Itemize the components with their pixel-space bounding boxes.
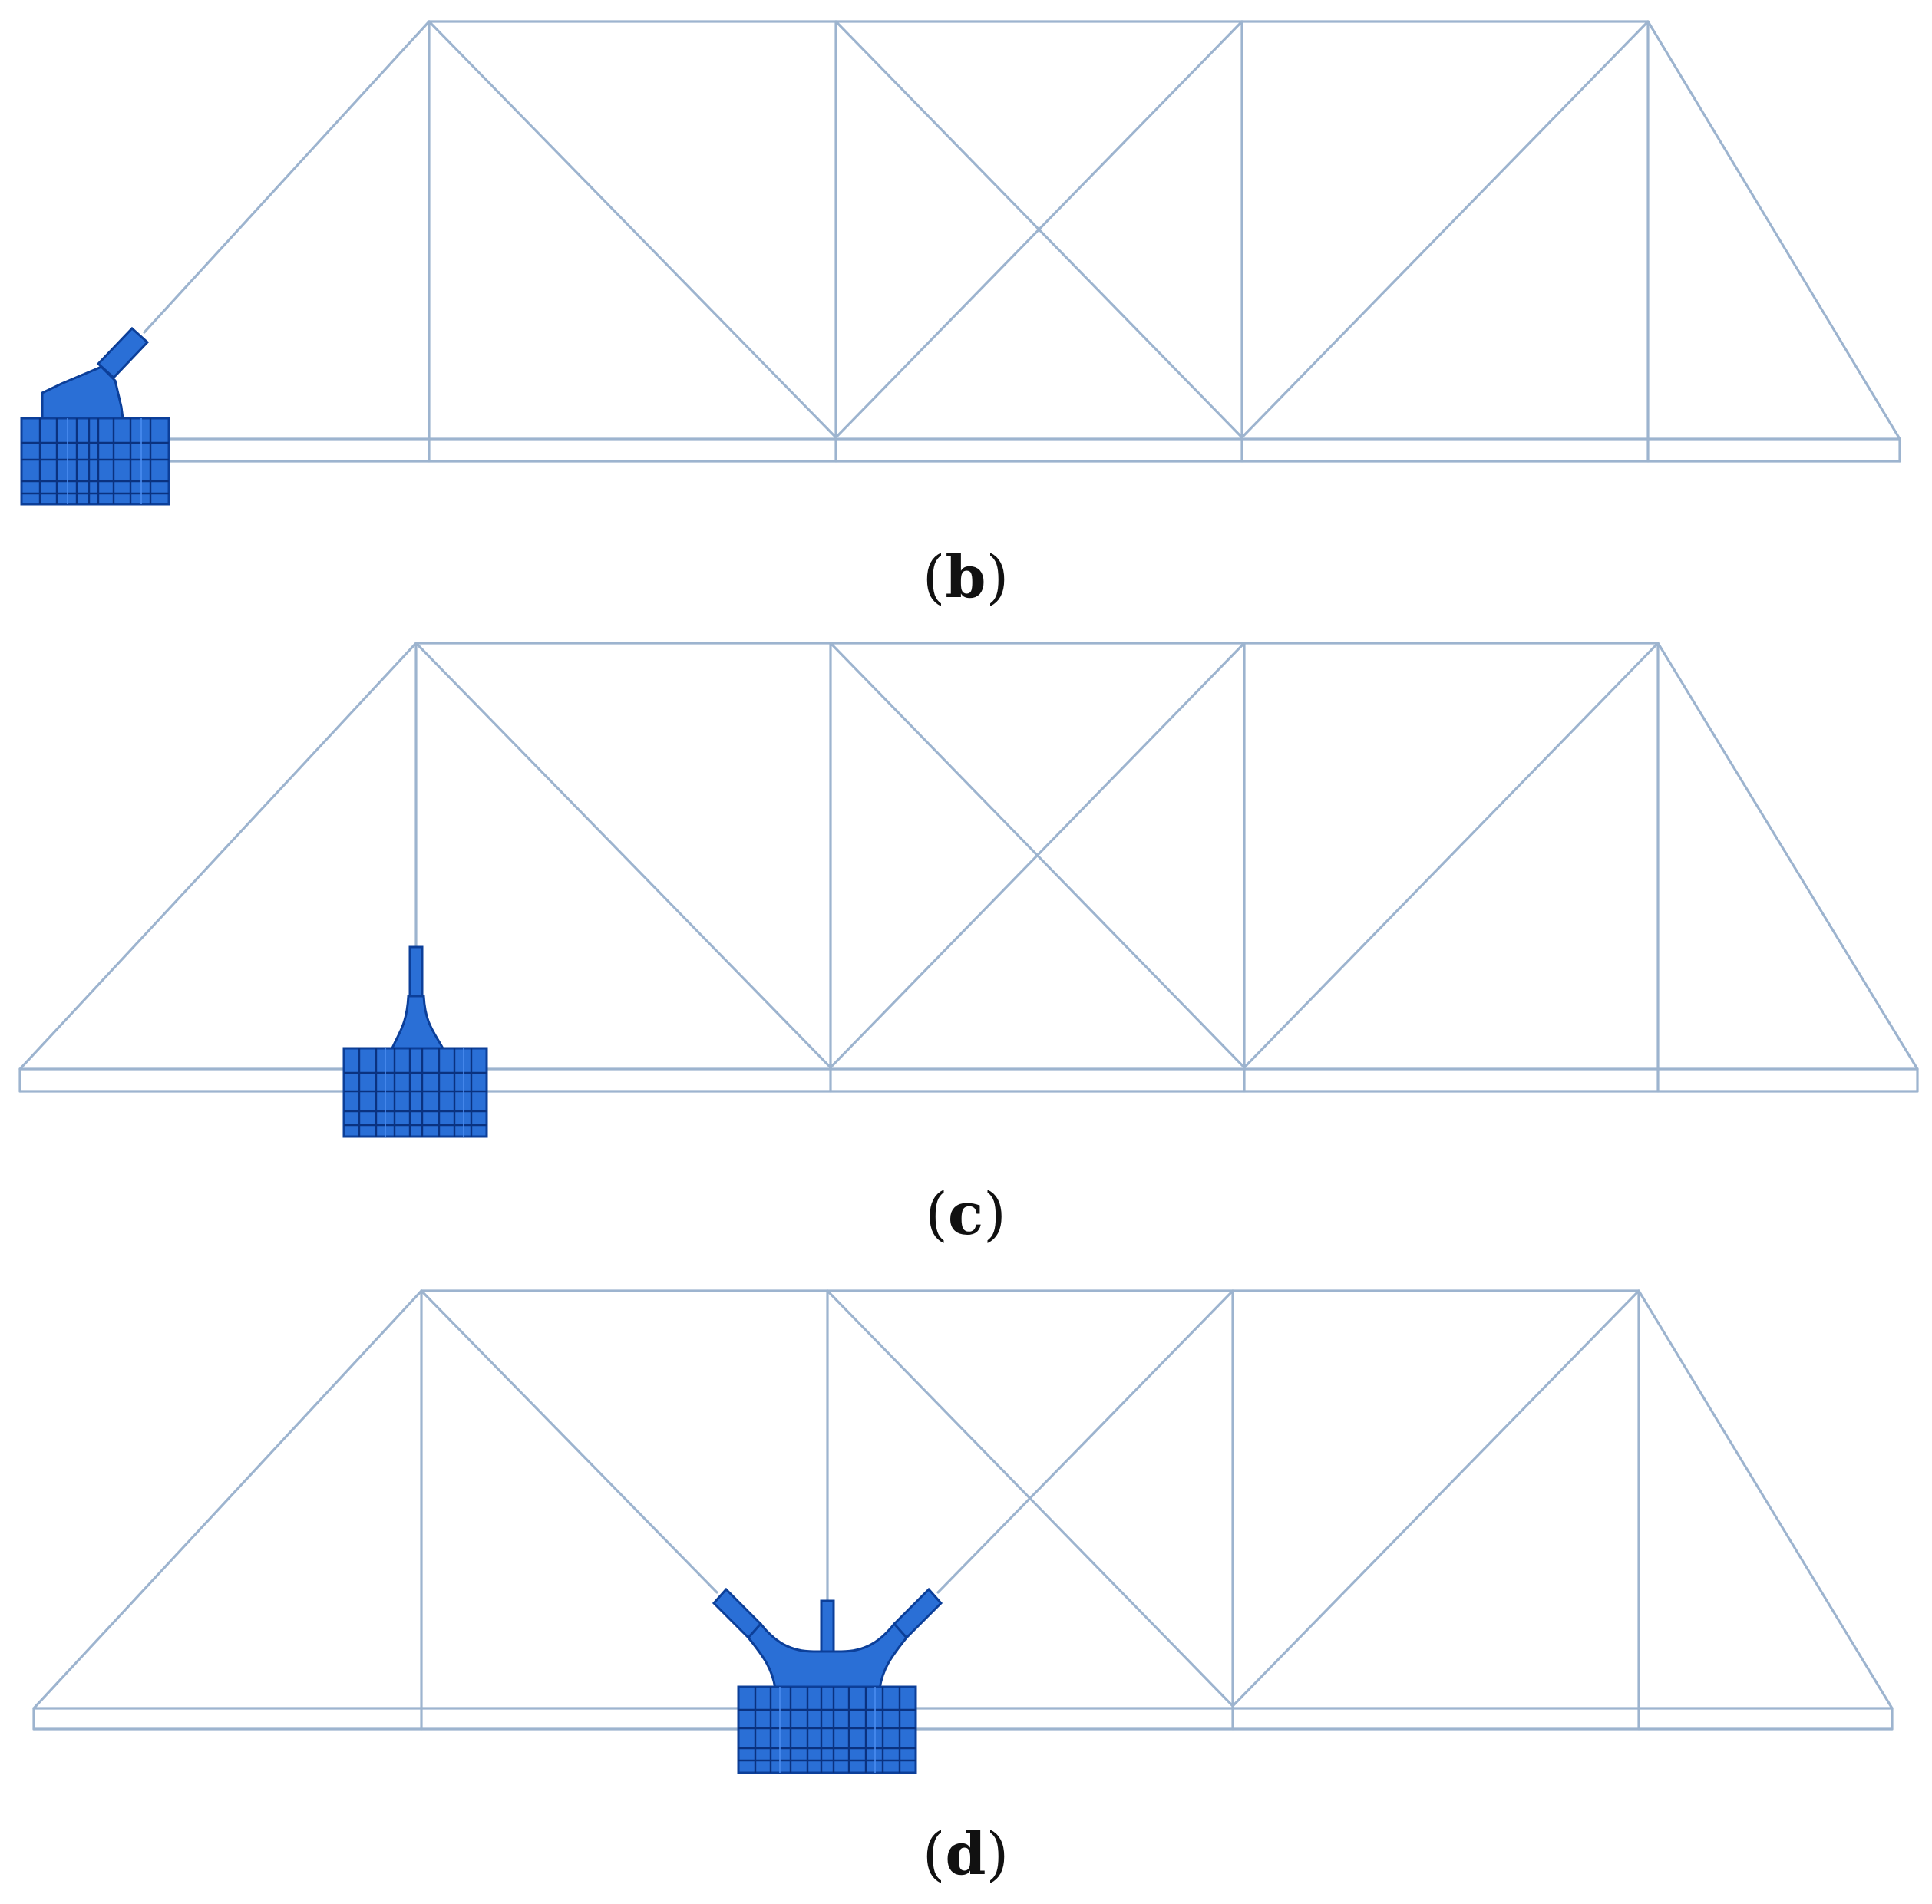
diagonal-1-d (420, 1289, 718, 1594)
diagonal-4-d (1231, 1289, 1640, 1708)
joint-block-c (342, 1047, 488, 1138)
joint-block-d (737, 1685, 917, 1774)
diagonal-3-b (834, 20, 1243, 439)
joint-c (342, 945, 488, 1138)
diagonal-3-d (826, 1289, 1234, 1708)
diagonal-1-b (428, 20, 837, 439)
truss-b (143, 20, 1901, 463)
end-diagonal-right-d (1637, 1289, 1894, 1710)
caption-d: (d) (923, 1820, 1009, 1888)
end-diagonal-right-c (1656, 642, 1919, 1071)
panel-d: (d) (32, 1289, 1894, 1888)
joint-stub-c (408, 945, 424, 998)
joint-grid-c (344, 1048, 487, 1137)
joint-block-b (20, 417, 170, 506)
truss-c (18, 642, 1919, 1093)
joint-gusset-d (747, 1622, 908, 1690)
end-diagonal-left-b (143, 20, 431, 334)
panel-c: (c) (18, 642, 1919, 1248)
end-diagonal-left-c (18, 642, 418, 1071)
diagonal-3-c (829, 642, 1246, 1069)
caption-b: (b) (923, 543, 1009, 611)
joint-grid-b (21, 418, 169, 504)
diagonal-4-b (1240, 20, 1650, 439)
joint-gusset-c (389, 995, 446, 1051)
diagonal-1-c (414, 642, 832, 1069)
joint-stub-d-center (820, 1599, 835, 1653)
end-diagonal-left-d (32, 1289, 423, 1710)
diagonal-2-d (936, 1289, 1234, 1594)
panel-b: (b) (20, 20, 1901, 611)
diagonal-4-c (1243, 642, 1660, 1069)
joint-gusset-b (41, 365, 124, 420)
caption-c: (c) (925, 1180, 1006, 1248)
truss-d (32, 1289, 1894, 1731)
joint-d (712, 1587, 943, 1774)
joint-b (20, 326, 170, 506)
end-diagonal-right-b (1646, 20, 1901, 441)
joint-grid-d (738, 1687, 916, 1773)
